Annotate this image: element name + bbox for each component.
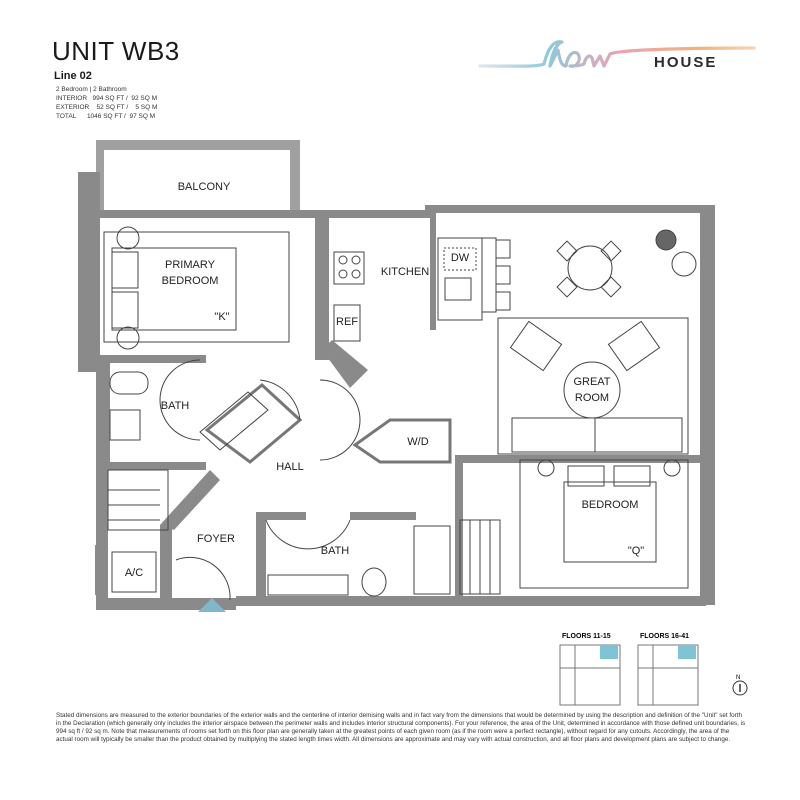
key-plans: FLOORS 11-15 FLOORS 16-41 (559, 633, 699, 706)
queen-bed (563, 481, 657, 563)
label-ac: A/C (125, 567, 143, 579)
sink-icon (444, 277, 472, 301)
line-label: Line 02 (54, 70, 92, 82)
label-foyer: FOYER (197, 533, 235, 545)
label-q: "Q" (628, 545, 644, 557)
label-wd: W/D (407, 436, 428, 448)
ac-unit (111, 551, 157, 593)
unit-title: UNIT WB3 (52, 36, 180, 66)
label-hall: HALL (276, 461, 304, 473)
label-great-2: ROOM (575, 392, 609, 404)
key-floors-b: FLOORS 16-41 (640, 633, 689, 640)
primary-bed (111, 247, 237, 331)
label-bedroom: BEDROOM (582, 499, 639, 511)
label-k: "K" (214, 311, 229, 323)
label-primary-2: BEDROOM (162, 275, 219, 287)
label-ref: REF (336, 316, 358, 328)
shower-icon (199, 391, 269, 451)
label-primary-1: PRIMARY (165, 259, 216, 271)
label-kitchen: KITCHEN (381, 266, 429, 278)
fixtures (103, 226, 697, 601)
vanity-icon (109, 409, 141, 441)
flow-house-logo: HOUSE (478, 40, 756, 71)
spec-interior: INTERIOR 994 SQ FT / 92 SQ M (56, 95, 158, 102)
range-icon (333, 251, 365, 285)
room-labels: BALCONY PRIMARY BEDROOM "K" KITCHEN DW R… (125, 181, 644, 579)
refrigerator-icon (333, 304, 361, 342)
walls (78, 140, 715, 610)
compass-icon: N (732, 675, 748, 696)
spec-exterior: EXTERIOR 52 SQ FT / 5 SQ M (56, 104, 158, 111)
spec-rooms: 2 Bedroom | 2 Bathroom (56, 86, 127, 93)
entry-marker-icon (198, 598, 226, 612)
column-icon (655, 229, 677, 251)
dining-table (567, 245, 613, 291)
compass-label: N (736, 675, 740, 681)
label-bath-2: BATH (321, 545, 350, 557)
highlight-unit-b (678, 645, 696, 659)
spec-total: TOTAL 1046 SQ FT / 97 SQ M (56, 113, 156, 120)
plant-icon (671, 251, 697, 277)
armchair-icon (509, 320, 563, 372)
label-bath-1: BATH (161, 400, 190, 412)
toilet-icon (361, 567, 387, 597)
lamp-icon (116, 326, 140, 350)
lamp-icon (116, 226, 140, 250)
disclaimer-text: Stated dimensions are measured to the ex… (56, 712, 746, 743)
logo-house-word: HOUSE (654, 54, 717, 71)
label-dw: DW (451, 252, 470, 264)
vanity-icon (267, 574, 349, 596)
label-great-1: GREAT (573, 376, 610, 388)
bathtub-icon (413, 525, 451, 595)
armchair-icon (607, 320, 661, 372)
key-floors-a: FLOORS 11-15 (562, 633, 611, 640)
toilet-icon (109, 371, 149, 395)
label-balcony: BALCONY (178, 181, 231, 193)
highlight-unit-a (600, 645, 618, 659)
coffee-table (563, 361, 621, 419)
sofa-icon (511, 417, 683, 453)
